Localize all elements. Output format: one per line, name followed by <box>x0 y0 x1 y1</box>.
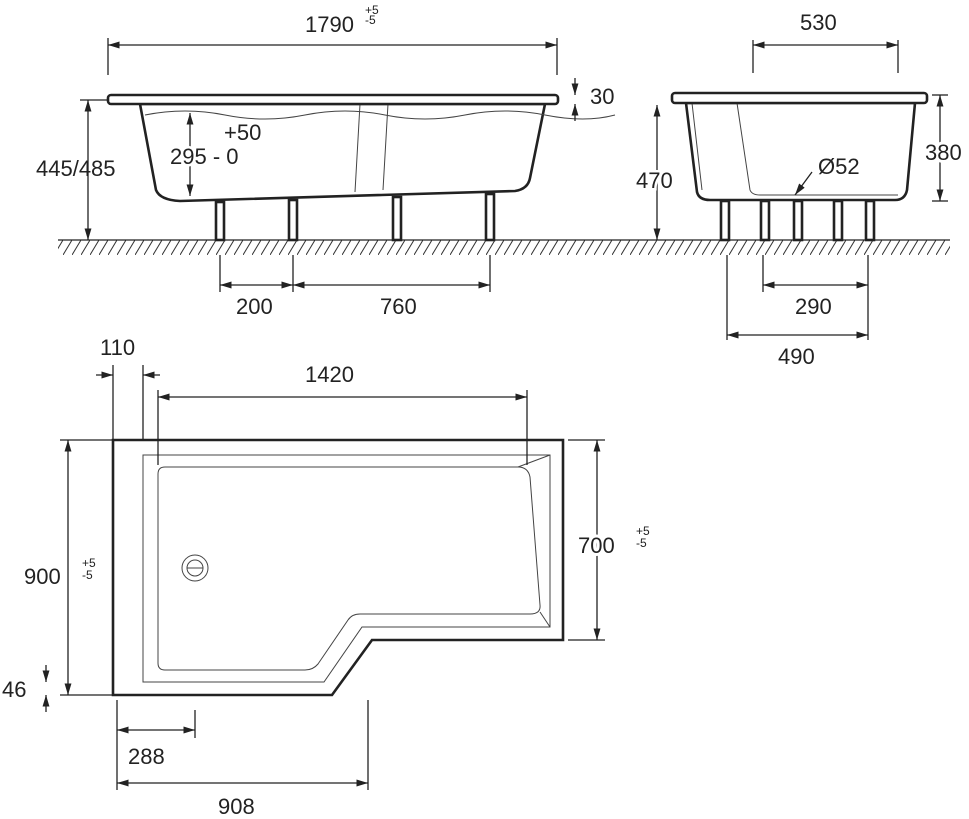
depth-tolerance: +50 <box>224 120 261 145</box>
svg-text:470: 470 <box>636 168 673 193</box>
svg-text:46: 46 <box>2 677 26 702</box>
svg-text:200: 200 <box>236 294 273 319</box>
legs <box>214 192 496 242</box>
drain-icon <box>181 554 209 582</box>
side-length-label: 1790 <box>305 12 354 37</box>
side-height-label: 445/485 <box>36 156 116 181</box>
svg-text:490: 490 <box>778 344 815 369</box>
end-view: 530 470 380 Ø52 290 490 <box>634 10 965 369</box>
side-view: 1790 +5 -5 30 445/485 295 - 0 +50 200 76… <box>36 3 616 319</box>
svg-text:-5: -5 <box>82 568 93 582</box>
floor <box>58 239 950 255</box>
depth-label: 295 - 0 <box>170 144 239 169</box>
svg-text:900: 900 <box>24 564 61 589</box>
svg-text:700: 700 <box>578 533 615 558</box>
svg-text:288: 288 <box>128 744 165 769</box>
svg-text:380: 380 <box>925 140 962 165</box>
svg-text:908: 908 <box>218 794 255 819</box>
drain-diameter-label: Ø52 <box>818 154 860 179</box>
svg-text:+5: +5 <box>365 3 379 17</box>
svg-text:290: 290 <box>795 294 832 319</box>
svg-text:+5: +5 <box>636 524 650 538</box>
rim-thickness-label: 30 <box>590 84 614 109</box>
plan-view: 110 1420 900 +5 -5 700 +5 -5 46 288 908 <box>2 335 650 819</box>
svg-text:+5: +5 <box>82 556 96 570</box>
svg-text:-5: -5 <box>365 13 376 27</box>
legs <box>719 199 876 242</box>
svg-text:1420: 1420 <box>305 362 354 387</box>
svg-text:-5: -5 <box>636 536 647 550</box>
svg-text:530: 530 <box>800 10 837 35</box>
svg-text:110: 110 <box>100 335 135 360</box>
svg-text:760: 760 <box>380 294 417 319</box>
